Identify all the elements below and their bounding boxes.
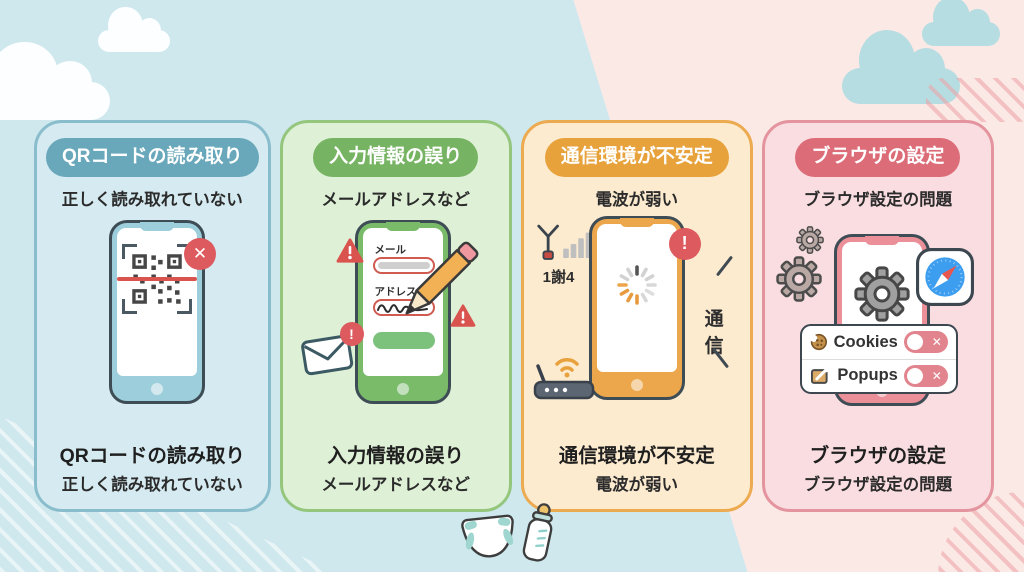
card-subtitle: 正しく読み取れていない: [61, 190, 243, 209]
wifi-router-icon: [533, 357, 594, 400]
red-strike-line-icon: [117, 276, 197, 281]
exclaim-badge-icon: !: [668, 227, 701, 260]
browser-settings-panel: Cookies ✕ Popups: [799, 323, 958, 394]
qr-illustration: ✕: [46, 212, 259, 412]
cloud-puff: [964, 8, 990, 37]
card-title-pill: QRコードの読み取り: [46, 138, 259, 177]
callout-text: 通信: [704, 308, 724, 357]
field-label: メール: [374, 243, 407, 256]
phone-notch: [385, 221, 420, 231]
warning-triangle-icon: [450, 304, 475, 327]
card-subtitle: ブラウザ設定の問題: [803, 190, 953, 209]
x-glyph: ✕: [192, 243, 208, 263]
gear-icon: [854, 266, 910, 322]
footer-subtitle: ブラウザ設定の問題: [803, 476, 953, 494]
card-footer: 通信環境が不安定 電波が弱い: [559, 439, 715, 495]
loading-spinner-icon: [616, 265, 657, 305]
x-badge-icon: ✕: [184, 237, 216, 270]
cloud-icon: [842, 30, 960, 104]
diagonal-stripes-decoration: [926, 78, 1024, 122]
card-title-pill: 通信環境が不安定: [544, 138, 729, 177]
phone-home-dot: [151, 382, 163, 395]
phone-notch: [864, 235, 899, 245]
card-qr-code: QRコードの読み取り 正しく読み取れていない: [34, 120, 271, 512]
phone-notch: [140, 221, 174, 231]
submit-button-illustration: [372, 331, 435, 349]
envelope-icon: [300, 334, 353, 376]
input-error-illustration: メール アドレス: [292, 212, 500, 412]
x-glyph: ✕: [931, 368, 942, 383]
field-label: アドレス: [374, 285, 417, 298]
setting-label: Popups: [837, 366, 898, 385]
card-footer: 入力情報の誤り メールアドレスなど: [321, 439, 470, 495]
footer-title: QRコードの読み取り: [59, 445, 245, 467]
diaper-icon: [461, 514, 514, 558]
input-field: [372, 256, 435, 274]
footer-subtitle: 電波が弱い: [595, 476, 678, 494]
input-field-fill: [377, 261, 430, 269]
warning-triangle-icon: [336, 238, 363, 263]
exclaim-badge-icon: !: [339, 321, 364, 346]
safari-browser-icon: [915, 247, 974, 306]
exclaim-glyph: !: [681, 233, 688, 254]
browser-illustration: Cookies ✕ Popups: [774, 212, 982, 412]
card-network-unstable: 通信環境が不安定 電波が弱い 1謝4: [520, 120, 753, 512]
toggle-off: ✕: [903, 364, 948, 387]
network-illustration: 1謝4: [533, 212, 741, 412]
signal-strength-label: 1謝4: [542, 268, 575, 286]
cloud-icon: [98, 6, 170, 52]
phone-screen: [596, 223, 677, 372]
cloud-puff: [858, 30, 916, 92]
smartphone-illustration: [588, 215, 685, 400]
x-glyph: ✕: [931, 335, 942, 350]
card-browser-settings: ブラウザの設定 ブラウザ設定の問題: [761, 120, 994, 512]
cookie-icon: [809, 334, 827, 351]
cloud-puff: [932, 0, 971, 38]
card-title-pill: ブラウザの設定: [795, 138, 961, 177]
card-subtitle: 電波が弱い: [595, 190, 679, 209]
phone-screen: [117, 227, 197, 376]
footer-title: 入力情報の誤り: [327, 445, 464, 467]
cookies-setting-row: Cookies ✕: [802, 326, 956, 359]
phone-notch: [619, 217, 654, 227]
card-input-error: 入力情報の誤り メールアドレスなど メール アドレス: [279, 120, 512, 512]
footer-title: 通信環境が不安定: [558, 445, 715, 467]
popup-window-icon: [810, 367, 830, 384]
cloud-puff: [108, 6, 143, 45]
setting-label: Cookies: [833, 332, 898, 351]
toggle-knob: [906, 334, 923, 351]
cards-row: QRコードの読み取り 正しく読み取れていない: [34, 120, 994, 512]
cloud-puff: [137, 17, 161, 44]
exclaim-glyph: !: [349, 325, 354, 342]
cloud-icon: [0, 42, 110, 120]
gear-icon: [796, 226, 824, 254]
card-footer: ブラウザの設定 ブラウザ設定の問題: [804, 439, 953, 495]
phone-home-dot: [630, 378, 643, 391]
footer-subtitle: メールアドレスなど: [321, 476, 470, 494]
cloud-puff: [47, 61, 93, 105]
phone-home-dot: [396, 382, 409, 395]
toggle-off: ✕: [903, 331, 948, 354]
antenna-signal-icon: [537, 224, 592, 260]
popups-setting-row: Popups ✕: [801, 358, 956, 392]
qr-code-icon: [132, 254, 182, 304]
gear-icon: [776, 256, 822, 302]
footer-subtitle: 正しく読み取れていない: [61, 476, 243, 494]
pencil-icon: [404, 241, 478, 315]
scan-frame-icon: [117, 243, 197, 314]
baby-items-decoration: [455, 500, 595, 572]
baby-bottle-icon: [522, 503, 553, 562]
card-subtitle: メールアドレスなど: [321, 190, 470, 209]
cloud-puff: [0, 42, 58, 107]
footer-title: ブラウザの設定: [809, 445, 947, 467]
cloud-icon: [922, 0, 1000, 46]
emphasis-slash: [715, 255, 733, 277]
card-footer: QRコードの読み取り 正しく読み取れていない: [60, 439, 245, 495]
card-title-pill: 入力情報の誤り: [313, 138, 479, 177]
toggle-knob: [906, 367, 923, 384]
